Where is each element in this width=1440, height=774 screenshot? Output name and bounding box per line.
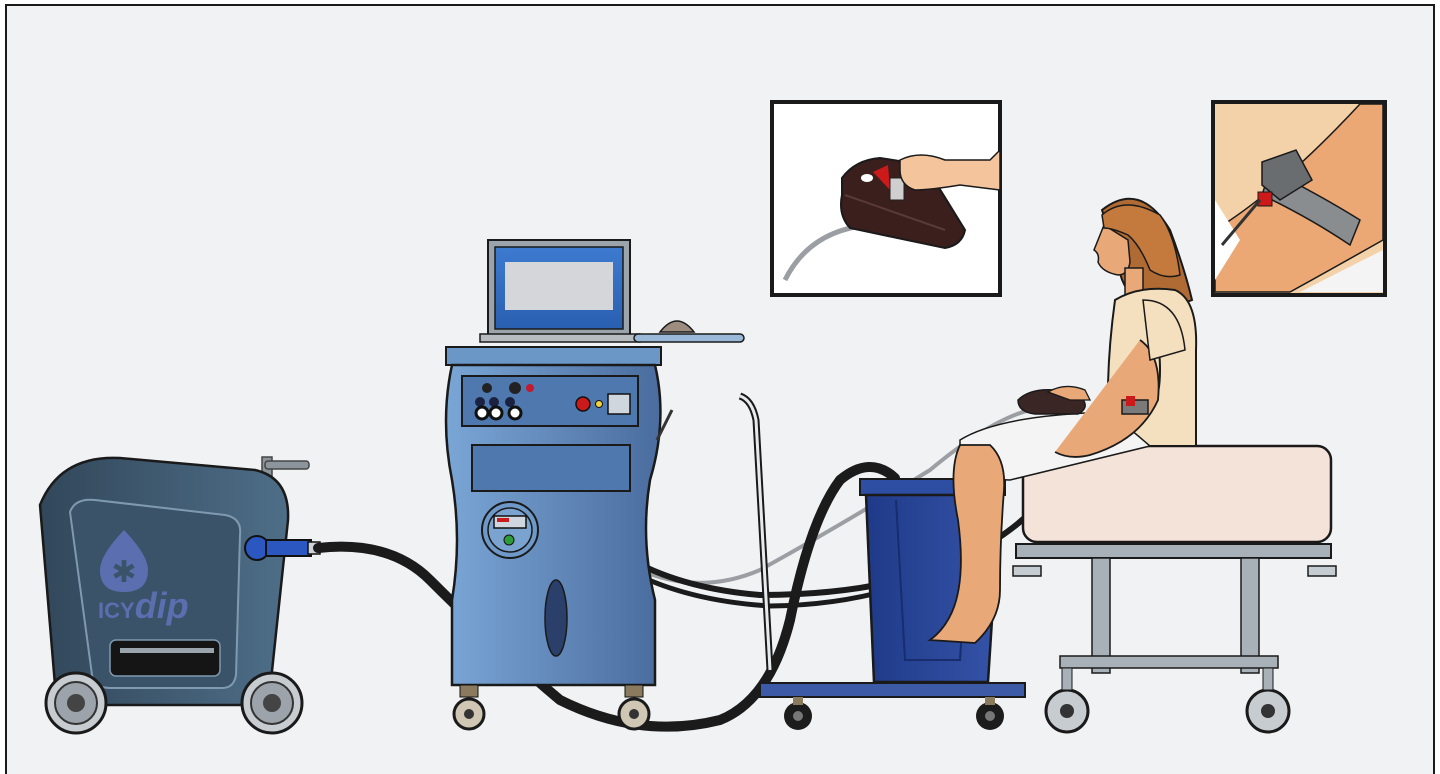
status-led-green (504, 535, 514, 545)
arm-band-electrode-inset-icon (1213, 102, 1385, 295)
hand-keypad-inset-icon (772, 102, 1000, 295)
brand-prefix: ICY (98, 598, 135, 623)
machine-wheel-right (242, 673, 302, 733)
machine-vent (110, 640, 220, 676)
logo-snowflake-icon: ✱ (111, 555, 136, 590)
icy-dip-machine: ✱ ICYdip (40, 457, 320, 733)
power-led-red (576, 397, 590, 411)
brand-suffix: dip (135, 585, 189, 626)
machine-wheel-left (46, 673, 106, 733)
drawer (472, 445, 630, 491)
hose-connector (266, 540, 311, 556)
side-shelf (634, 334, 744, 342)
speaker-grille (545, 580, 567, 656)
